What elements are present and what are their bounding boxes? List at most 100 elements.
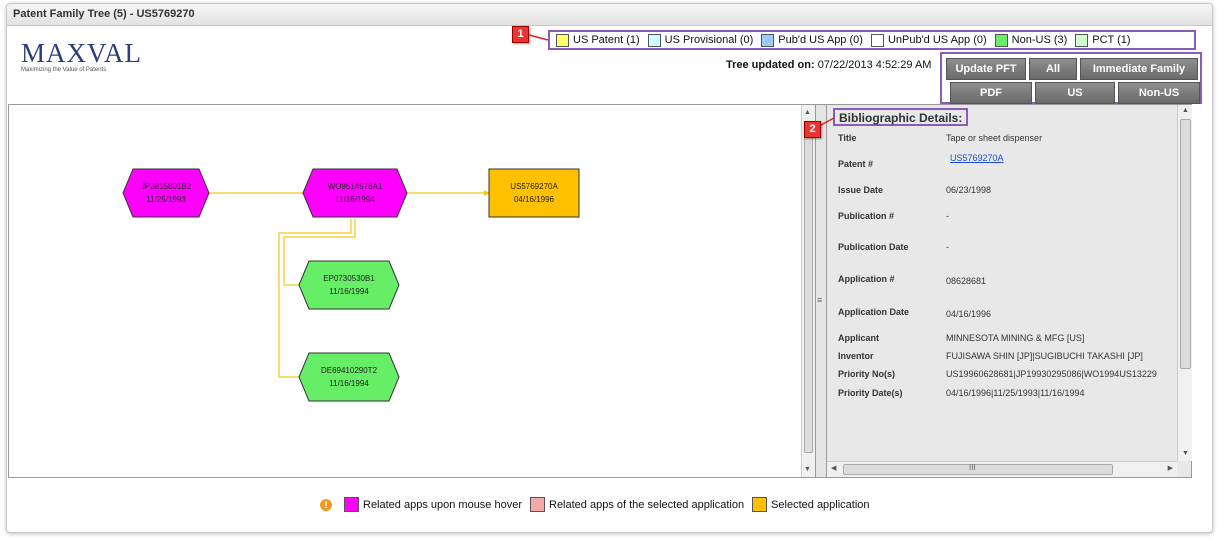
family-tree-diagram: JP3815801B2 11/25/1993 WO9514578A1 11/16… <box>122 168 580 402</box>
edge-wo-to-de <box>278 219 352 378</box>
tree-node-us-selected[interactable]: US5769270A 04/16/1996 <box>488 168 580 218</box>
node-id: JP3815801B2 <box>141 182 192 191</box>
legend-item-non-us: Non-US (3) <box>994 33 1068 47</box>
swatch-unpubd-us-app <box>870 33 884 47</box>
swatch-pubd-us-app <box>761 33 775 47</box>
logo-tagline: Maximizing the Value of Patents <box>21 67 107 73</box>
splitter-grip-icon: ≡ <box>817 295 823 305</box>
node-date: 11/16/1994 <box>329 379 369 388</box>
swatch-hover-related <box>344 497 359 512</box>
scroll-up-arrow-icon[interactable]: ▲ <box>804 109 811 116</box>
field-label-applicant: Applicant <box>838 333 880 343</box>
node-shape <box>298 352 400 402</box>
node-id: EP0730530B1 <box>323 274 375 283</box>
details-scroll-left-icon[interactable]: ◀ <box>831 465 837 472</box>
field-value-publication-date: - <box>946 242 949 252</box>
details-scroll-down-icon[interactable]: ▼ <box>1182 450 1189 457</box>
node-date: 11/16/1994 <box>329 287 369 296</box>
annotation-marker-2: 2 <box>804 121 821 138</box>
immediate-family-button[interactable]: Immediate Family <box>1080 58 1198 80</box>
field-label-issue-date: Issue Date <box>838 185 884 195</box>
footer-label-related: Related apps of the selected application <box>549 498 745 511</box>
field-label-application-date: Application Date <box>838 307 910 317</box>
legend-item-unpubd-us-app: UnPub'd US App (0) <box>870 33 987 47</box>
details-vertical-scrollbar[interactable]: ▲ ▼ <box>1177 105 1192 461</box>
details-scroll-up-icon[interactable]: ▲ <box>1182 107 1189 114</box>
bibliographic-details-panel <box>826 104 1192 478</box>
node-shape <box>488 168 580 218</box>
field-label-patent-number: Patent # <box>838 159 874 169</box>
tree-scroll-thumb[interactable] <box>804 123 813 453</box>
legend-item-us-patent: US Patent (1) <box>556 33 640 47</box>
edge-wo-to-ep <box>283 219 356 286</box>
field-label-title: Title <box>838 133 857 143</box>
details-scroll-right-icon[interactable]: ▶ <box>1167 465 1173 472</box>
swatch-pct <box>1075 33 1089 47</box>
tree-node-jp[interactable]: JP3815801B2 11/25/1993 <box>122 168 210 218</box>
selection-legend: ! Related apps upon mouse hover Related … <box>320 497 870 512</box>
field-value-application-number: 08628681 <box>946 276 987 286</box>
swatch-selected <box>752 497 768 512</box>
field-value-application-date: 04/16/1996 <box>946 309 992 319</box>
legend-label: US Provisional (0) <box>664 34 754 46</box>
marker-1-pointer <box>529 34 549 41</box>
tree-node-ep[interactable]: EP0730530B1 11/16/1994 <box>298 260 400 310</box>
tree-updated-label: Tree updated on: <box>726 59 815 71</box>
bibliographic-details-heading: Bibliographic Details: <box>833 108 969 126</box>
legend-label: PCT (1) <box>1092 34 1131 46</box>
field-value-publication-number: - <box>946 211 949 221</box>
all-button[interactable]: All <box>1029 58 1077 80</box>
field-value-inventor: FUJISAWA SHIN [JP]|SUGIBUCHI TAKASHI [JP… <box>946 351 1143 361</box>
window-title: Patent Family Tree (5) - US5769270 <box>7 4 1212 26</box>
non-us-button[interactable]: Non-US <box>1118 82 1200 104</box>
field-value-priority-numbers: US19960628681|JP19930295086|WO1994US1322… <box>946 369 1157 379</box>
node-date: 11/16/1994 <box>335 195 375 204</box>
field-value-title: Tape or sheet dispenser <box>946 133 1043 143</box>
scroll-down-arrow-icon[interactable]: ▼ <box>804 466 811 473</box>
field-value-applicant: MINNESOTA MINING & MFG [US] <box>946 333 1085 343</box>
node-date: 04/16/1996 <box>514 195 555 204</box>
field-label-priority-dates: Priority Date(s) <box>838 388 903 398</box>
update-pft-button[interactable]: Update PFT <box>946 58 1026 80</box>
node-shape <box>302 168 408 218</box>
field-label-inventor: Inventor <box>838 351 874 361</box>
tree-node-de[interactable]: DE69410290T2 11/16/1994 <box>298 352 400 402</box>
status-legend: US Patent (1) US Provisional (0) Pub'd U… <box>548 30 1196 50</box>
field-label-priority-numbers: Priority No(s) <box>838 369 896 379</box>
tree-vertical-scrollbar[interactable]: ▲ ▼ <box>801 105 815 477</box>
field-label-publication-date: Publication Date <box>838 242 909 252</box>
marker-2-pointer <box>818 117 835 127</box>
footer-label-hover: Related apps upon mouse hover <box>363 498 522 511</box>
tree-node-wo[interactable]: WO9514578A1 11/16/1994 <box>302 168 408 218</box>
legend-item-us-provisional: US Provisional (0) <box>647 33 754 47</box>
legend-label: UnPub'd US App (0) <box>887 34 987 46</box>
legend-label: US Patent (1) <box>573 34 640 46</box>
footer-label-selected: Selected application <box>771 498 870 511</box>
details-vscroll-thumb[interactable] <box>1180 119 1191 369</box>
pdf-button[interactable]: PDF <box>950 82 1032 104</box>
swatch-us-patent <box>556 33 569 47</box>
edge-arrowhead <box>484 190 490 196</box>
us-button[interactable]: US <box>1035 82 1115 104</box>
details-horizontal-scrollbar[interactable]: ◀ III ▶ <box>827 461 1177 477</box>
maxval-logo: MAXVAL Maximizing the Value of Patents <box>21 38 142 73</box>
details-hscroll-thumb[interactable]: III <box>843 463 1113 475</box>
node-id: DE69410290T2 <box>321 366 378 375</box>
annotation-marker-1: 1 <box>512 26 529 43</box>
node-shape <box>298 260 400 310</box>
node-date: 11/25/1993 <box>146 195 186 204</box>
swatch-selected-related <box>530 497 545 512</box>
field-label-publication-number: Publication # <box>838 211 895 221</box>
swatch-non-us <box>994 33 1008 47</box>
swatch-us-provisional <box>647 33 661 47</box>
field-label-application-number: Application # <box>838 274 895 284</box>
field-value-priority-dates: 04/16/1996|11/25/1993|11/16/1994 <box>946 388 1085 398</box>
node-id: WO9514578A1 <box>328 182 383 191</box>
tree-updated-value: 07/22/2013 4:52:29 AM <box>817 59 932 71</box>
patent-number-link[interactable]: US5769270A <box>950 153 1004 163</box>
node-id: US5769270A <box>510 182 558 191</box>
tree-updated-info: Tree updated on: 07/22/2013 4:52:29 AM <box>726 59 931 71</box>
legend-label: Non-US (3) <box>1011 34 1068 46</box>
hscroll-grip-icon: III <box>969 463 976 472</box>
panel-splitter[interactable]: ≡ <box>816 104 826 478</box>
